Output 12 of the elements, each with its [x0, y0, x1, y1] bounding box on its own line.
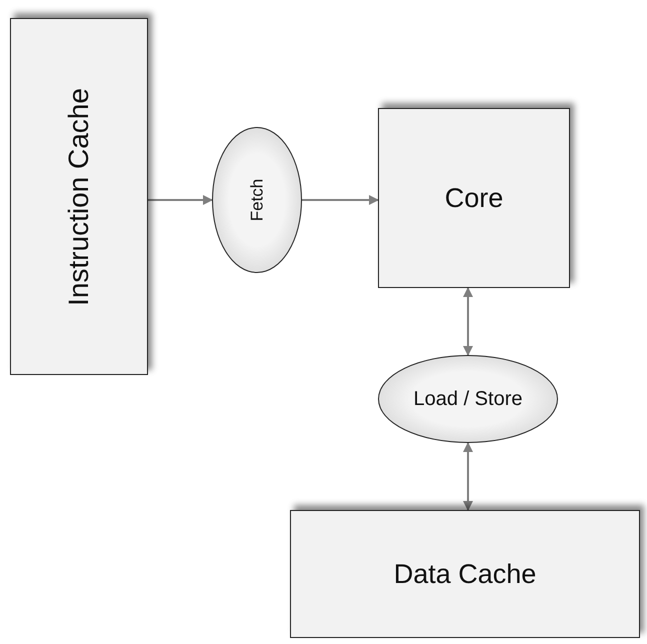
arrow	[463, 442, 473, 511]
arrow	[148, 195, 213, 205]
arrow	[463, 287, 473, 356]
process-box	[290, 510, 640, 638]
node-label: Instruction Cache	[63, 88, 95, 306]
process-box	[378, 108, 570, 288]
node-label: Fetch	[247, 178, 267, 222]
node-label: Core	[444, 182, 504, 214]
process-box	[10, 18, 148, 375]
node-label: Data Cache	[394, 558, 536, 590]
node-label: Load / Store	[414, 388, 522, 410]
arrow	[302, 195, 379, 205]
